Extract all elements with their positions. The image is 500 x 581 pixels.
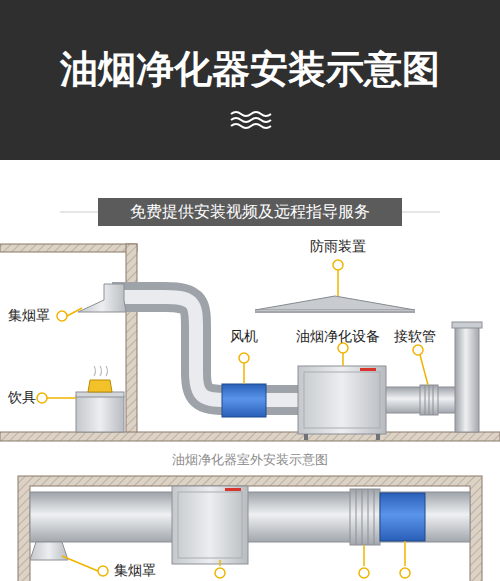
ceiling-slab [0,244,137,252]
fan [222,384,266,417]
flex-joint [350,489,380,545]
wave-line [231,112,271,116]
callout-dot [215,568,225,578]
callout-dot [333,260,343,270]
hood [30,542,68,560]
leader-line [420,355,428,385]
figure-caption: 油烟净化器室外安装示意图 [0,451,500,469]
rib [368,489,369,545]
part-label: 防雨装置 [310,238,366,256]
part-label: 油烟净化设备 [296,328,380,346]
hood [78,284,126,312]
rain-cover-edge [255,311,415,313]
part-label: 接软管 [394,328,436,346]
steam [94,366,108,376]
rain-cover [255,296,415,310]
rib [425,385,426,415]
leader-line [47,397,76,399]
frame-line [60,212,98,213]
brand-plate [360,368,376,371]
leader-line [243,363,245,384]
callout-dot [98,566,108,576]
building-frame [18,476,482,581]
leader-line [62,556,98,571]
leader-line [404,541,406,566]
callout-leaders [37,260,428,403]
flex-joint [420,385,438,415]
rib [362,489,363,545]
wall [126,244,137,434]
pot [88,380,112,392]
leader-line [67,308,82,316]
callout-dot [37,393,47,403]
page-title: 油烟净化器安装示意图 [0,44,500,95]
purifier-panel [178,492,242,558]
wave-line [231,118,271,122]
leader-line [337,270,339,296]
floor-slab [0,432,500,441]
rib [433,385,434,415]
part-label: 集烟罩 [8,307,50,325]
chimney [455,326,479,432]
callout-dot [57,311,67,321]
callout-dot [338,343,348,353]
callout-dot [239,353,249,363]
banner-text: 免费提供安装视频及远程指导服务 [130,202,370,223]
banner-box: 免费提供安装视频及远程指导服务 [98,198,402,226]
leg [376,434,380,440]
callout-dot [413,345,423,355]
frame-line [402,212,440,213]
stove-top [76,392,124,397]
brand-plate [225,488,241,491]
leader-line [219,560,221,566]
room-interior [30,486,470,581]
flex-sleeve [350,489,380,545]
chimney-cap [452,322,482,328]
part-label: 集烟罩 [114,562,156,580]
part-label: 饮具 [8,389,36,407]
stove [76,396,124,432]
leader-line [363,545,365,566]
leader-line [342,353,344,366]
rib [374,489,375,545]
purifier-panel [304,372,380,428]
wave-line [231,124,271,128]
duct [30,492,470,542]
callout-dot [400,568,410,578]
header-band [0,0,500,160]
flex-sleeve [420,385,438,415]
fan [380,493,425,541]
purifier [172,486,248,564]
callout-dot [359,568,369,578]
leg [304,434,308,440]
purifier [298,366,386,434]
rib [429,385,430,415]
rib [356,489,357,545]
wave-icon [231,112,271,128]
part-label: 风机 [230,328,258,346]
